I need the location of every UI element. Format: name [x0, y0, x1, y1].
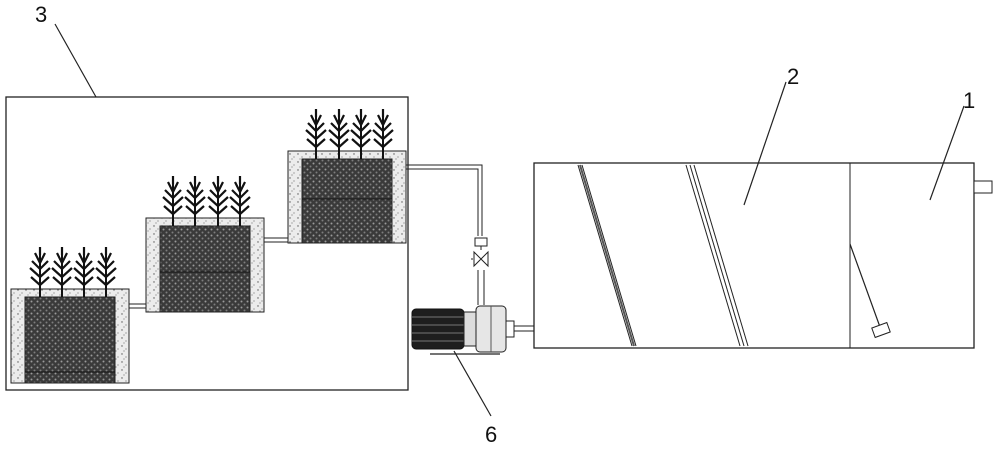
suction-pipe: [514, 325, 534, 332]
pump: [411, 305, 515, 355]
inlet-tank: [849, 163, 993, 348]
supply-pipe: [406, 164, 485, 305]
label-pump: 6: [485, 422, 497, 447]
gate-valve: [474, 237, 488, 250]
wetland-system-enclosure: [5, 96, 409, 391]
settling-tank: [533, 162, 975, 349]
label-inlet-tank: 1: [963, 88, 975, 113]
wetland-cell-3: [287, 107, 407, 244]
connecting-pipes: [129, 237, 288, 309]
label-wetland-system: 3: [35, 2, 47, 27]
check-valve: [471, 250, 489, 268]
wetland-cell-1: [10, 245, 130, 384]
leader-lines: [54, 23, 965, 417]
wetland-cell-2: [145, 174, 265, 313]
label-settling-tank: 2: [787, 64, 799, 89]
